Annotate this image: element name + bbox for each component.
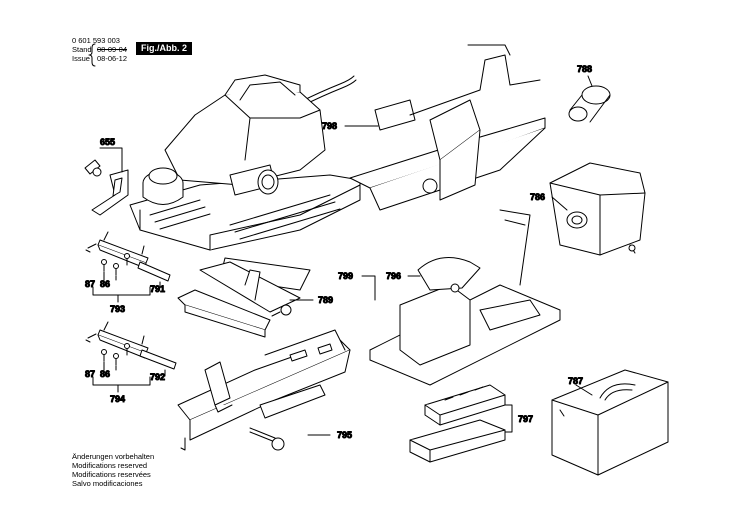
stand-799-drawing [369, 209, 561, 386]
callout-799: 799 [338, 271, 353, 281]
plate-796-drawing [417, 257, 481, 293]
footer-note-fr: Modifications reservées [72, 470, 151, 479]
issue-date: 08-06-12 [97, 54, 128, 63]
callout-796: 796 [386, 271, 401, 281]
header-brace [88, 43, 96, 67]
bevel-fence-795-drawing [177, 329, 351, 451]
dust-bag-786-drawing [549, 162, 646, 256]
issue-label: Issue [72, 54, 90, 63]
callout-789: 789 [318, 295, 333, 305]
callout-795: 795 [337, 430, 352, 440]
figure-badge: Fig./Abb. 2 [136, 42, 192, 55]
callout-786: 786 [530, 192, 545, 202]
callout-788: 788 [577, 64, 592, 74]
callout-86-b: 86 [100, 369, 110, 379]
parallel-guide-789-drawing [177, 257, 311, 338]
callout-86-a: 86 [100, 279, 110, 289]
guide-fence-793-drawing [85, 231, 171, 282]
guide-798-drawing [349, 44, 546, 211]
leader-799 [361, 275, 376, 301]
footer-note-de: Änderungen vorbehalten [72, 452, 155, 461]
callout-792: 792 [150, 372, 165, 382]
callout-655: 655 [100, 137, 115, 147]
callout-787: 787 [568, 376, 583, 386]
leaders-86-791 [103, 271, 161, 287]
footer-note-en: Modifications reserved [72, 461, 148, 470]
part-number: 0 601 593 003 [72, 36, 120, 45]
leader-786 [551, 196, 568, 211]
guide-fence-794-drawing [85, 321, 177, 370]
footer-note-es: Salvo modificaciones [72, 479, 143, 488]
blocks-797-drawing [409, 384, 506, 463]
callout-794: 794 [110, 394, 125, 404]
adapter-788-drawing [568, 85, 611, 123]
bracket-793 [92, 286, 151, 296]
leaders-86-792 [103, 361, 166, 377]
stand-label: Stand [72, 45, 92, 54]
case-787-drawing [551, 369, 669, 476]
leader-655 [99, 147, 123, 173]
depth-stop-655-drawing [84, 159, 129, 216]
callout-793: 793 [110, 304, 125, 314]
callout-798: 798 [322, 121, 337, 131]
leader-787 [575, 384, 593, 396]
callout-797: 797 [518, 414, 533, 424]
bracket-794 [92, 376, 151, 386]
planer-body-drawing [129, 74, 361, 251]
stand-date: 08-09-04 [97, 45, 128, 54]
callout-87-b: 87 [85, 369, 95, 379]
bracket-797 [504, 404, 513, 433]
callout-87-a: 87 [85, 279, 95, 289]
callout-791: 791 [150, 284, 165, 294]
leader-788 [587, 75, 593, 87]
